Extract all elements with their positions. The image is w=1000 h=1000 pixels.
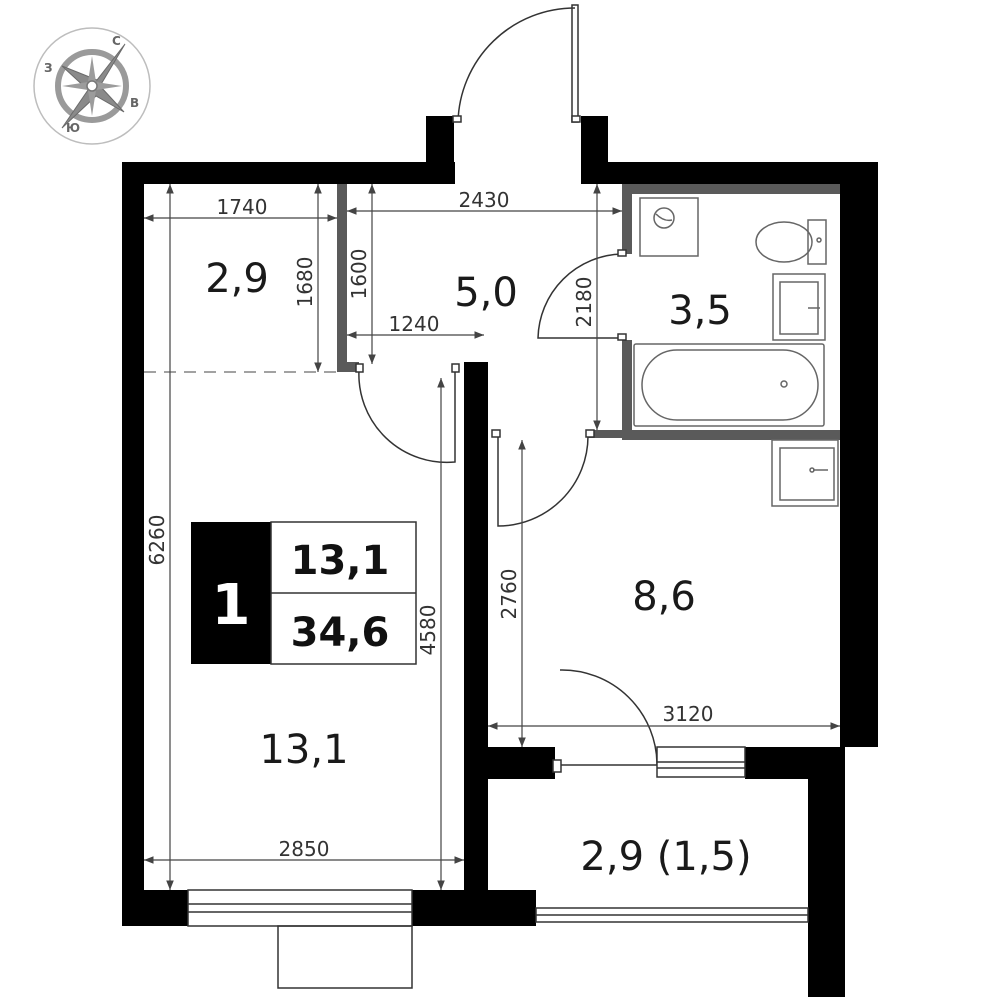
kitchen-sink-icon [771,439,839,507]
compass: С В Ю З [33,27,151,145]
badge-total-area: 34,6 [291,610,390,656]
windows [187,746,809,927]
bathtub-icon [633,343,825,427]
dim-1680: 1680 [293,257,317,308]
room-labels: 2,9 5,0 3,5 8,6 13,1 2,9 (1,5) [205,256,751,880]
dim-2760: 2760 [497,569,521,620]
room-area-living: 13,1 [259,727,348,773]
compass-n: С [112,34,121,48]
dim-2430: 2430 [459,188,510,212]
compass-e: В [130,96,139,110]
badge-rooms-box [191,522,271,664]
dim-6260: 6260 [145,515,169,566]
dim-4580: 4580 [416,605,440,656]
outer-walls [122,116,878,997]
compass-w: З [44,61,53,75]
room-area-kitchen: 8,6 [632,574,696,620]
badge-room-count: 1 [212,573,251,638]
room-area-wardrobe: 2,9 [205,256,269,302]
dimension-labels: 1740 2430 1680 1600 1240 2180 6260 4580 … [145,188,713,861]
entrance-door [452,4,581,123]
balcony-outline [277,925,413,989]
partitions [337,184,840,440]
compass-s: Ю [66,121,80,135]
washing-machine-icon [639,197,699,257]
bathroom-fixtures [633,197,827,427]
toilet-icon [755,219,827,265]
dim-3120: 3120 [663,702,714,726]
room-area-loggia: 2,9 (1,5) [580,834,751,880]
bathroom-sink-icon [772,273,826,341]
apartment-badge: 1 13,1 34,6 [191,521,417,665]
dim-2180: 2180 [572,277,596,328]
compass-ring [33,27,151,145]
dim-2850: 2850 [279,837,330,861]
badge-living-area: 13,1 [291,538,390,584]
room-area-bathroom: 3,5 [668,288,732,334]
room-area-hall: 5,0 [454,270,518,316]
dim-1600: 1600 [347,249,371,300]
dimension-lines [144,184,840,890]
dim-1740: 1740 [217,195,268,219]
dim-1240: 1240 [389,312,440,336]
